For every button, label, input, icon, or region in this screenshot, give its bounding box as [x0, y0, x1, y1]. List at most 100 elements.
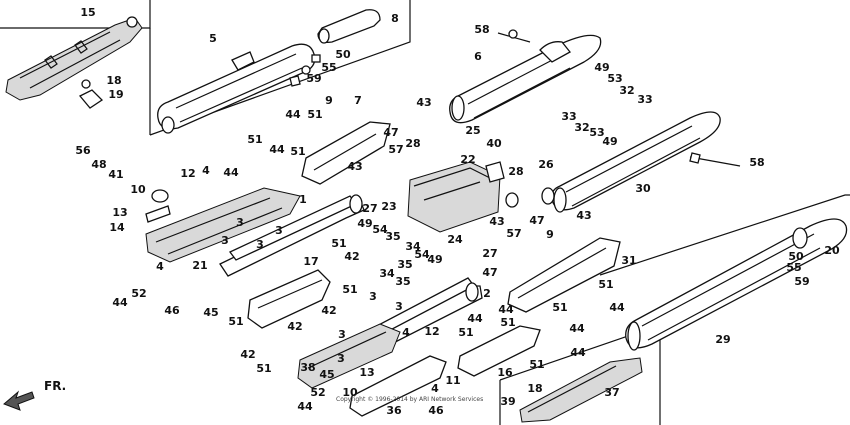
- callout-6: 6: [474, 50, 482, 63]
- callout-51: 51: [552, 301, 567, 314]
- callout-11: 11: [445, 374, 460, 387]
- callout-18: 18: [527, 382, 542, 395]
- callout-32: 32: [619, 84, 634, 97]
- callout-54: 54: [372, 223, 388, 236]
- callout-1: 1: [299, 193, 307, 206]
- part-14-heat-shield: [145, 187, 301, 263]
- callout-44: 44: [112, 296, 128, 309]
- callout-13: 13: [112, 206, 127, 219]
- callout-31: 31: [621, 254, 636, 267]
- part-5-muffler: [157, 43, 316, 134]
- callout-12: 12: [180, 167, 195, 180]
- callout-3: 3: [256, 238, 264, 251]
- callout-57: 57: [506, 227, 521, 240]
- part-38-heat-shield: [297, 323, 401, 389]
- callout-46: 46: [428, 404, 444, 417]
- part-31-heat-shield: [507, 237, 621, 313]
- callout-53: 53: [607, 72, 622, 85]
- callout-27: 27: [362, 202, 377, 215]
- callout-49: 49: [594, 61, 609, 74]
- callout-4: 4: [156, 260, 164, 273]
- callout-40: 40: [486, 137, 502, 150]
- callout-23: 23: [381, 200, 396, 213]
- callout-33: 33: [637, 93, 652, 106]
- callout-14: 14: [109, 221, 125, 234]
- callout-51: 51: [598, 278, 613, 291]
- callout-28: 28: [405, 137, 420, 150]
- callout-4: 4: [202, 164, 210, 177]
- part-15-heat-shield: [5, 16, 143, 101]
- callout-44: 44: [609, 301, 625, 314]
- part-29-muffler: [625, 218, 848, 351]
- callout-18: 18: [106, 74, 121, 87]
- callout-43: 43: [489, 215, 504, 228]
- callout-3: 3: [369, 290, 377, 303]
- callout-3: 3: [236, 216, 244, 229]
- callout-54: 54: [414, 248, 430, 261]
- callout-42: 42: [321, 304, 336, 317]
- callout-29: 29: [715, 333, 730, 346]
- callout-42: 42: [287, 320, 302, 333]
- callout-30: 30: [635, 182, 651, 195]
- callout-21: 21: [192, 259, 207, 272]
- callout-3: 3: [275, 224, 283, 237]
- callout-8: 8: [391, 12, 399, 25]
- callout-3: 3: [338, 328, 346, 341]
- callout-41: 41: [108, 168, 123, 181]
- part-13-heat-shield-lower: [349, 355, 447, 417]
- part-40-bracket: [485, 161, 505, 183]
- front-direction-arrow: [3, 390, 35, 411]
- part-8-tail-tip: [317, 9, 381, 44]
- callout-26: 26: [538, 158, 554, 171]
- callout-42: 42: [240, 348, 255, 361]
- callout-20: 20: [824, 244, 840, 257]
- callout-50: 50: [788, 250, 804, 263]
- callout-55: 55: [321, 61, 336, 74]
- callout-9: 9: [546, 228, 554, 241]
- part-22-resonator: [407, 161, 555, 233]
- part-37-heat-shield: [519, 357, 643, 423]
- callout-43: 43: [416, 96, 431, 109]
- callout-51: 51: [307, 108, 322, 121]
- callout-47: 47: [383, 126, 398, 139]
- callout-33: 33: [561, 110, 576, 123]
- callout-51: 51: [331, 237, 346, 250]
- callout-51: 51: [342, 283, 357, 296]
- callout-51: 51: [247, 133, 262, 146]
- callout-10: 10: [342, 386, 358, 399]
- callout-58: 58: [474, 23, 489, 36]
- callout-44: 44: [285, 108, 301, 121]
- callout-43: 43: [576, 209, 591, 222]
- callout-45: 45: [203, 306, 218, 319]
- callout-48: 48: [91, 158, 106, 171]
- callout-55: 55: [786, 261, 801, 274]
- callout-44: 44: [498, 303, 514, 316]
- callout-51: 51: [290, 145, 305, 158]
- callout-50: 50: [335, 48, 351, 61]
- callout-57: 57: [388, 143, 403, 156]
- callout-4: 4: [431, 382, 439, 395]
- callout-36: 36: [386, 404, 402, 417]
- part-1-exhaust-pipe: [219, 194, 365, 277]
- callout-51: 51: [256, 362, 271, 375]
- callout-51: 51: [500, 316, 515, 329]
- callout-39: 39: [500, 395, 515, 408]
- callout-51: 51: [529, 358, 544, 371]
- callout-47: 47: [529, 214, 544, 227]
- callout-2: 2: [483, 287, 491, 300]
- callout-51: 51: [458, 326, 473, 339]
- callout-24: 24: [447, 233, 463, 246]
- callout-52: 52: [310, 386, 325, 399]
- callout-47: 47: [482, 266, 497, 279]
- callout-35: 35: [397, 258, 412, 271]
- callout-16: 16: [497, 366, 513, 379]
- callout-44: 44: [467, 312, 483, 325]
- center-heat-shield: [457, 325, 541, 377]
- callout-49: 49: [357, 217, 372, 230]
- callout-38: 38: [300, 361, 315, 374]
- callout-25: 25: [465, 124, 480, 137]
- callout-45: 45: [319, 368, 334, 381]
- part-17-heat-shield: [247, 269, 331, 329]
